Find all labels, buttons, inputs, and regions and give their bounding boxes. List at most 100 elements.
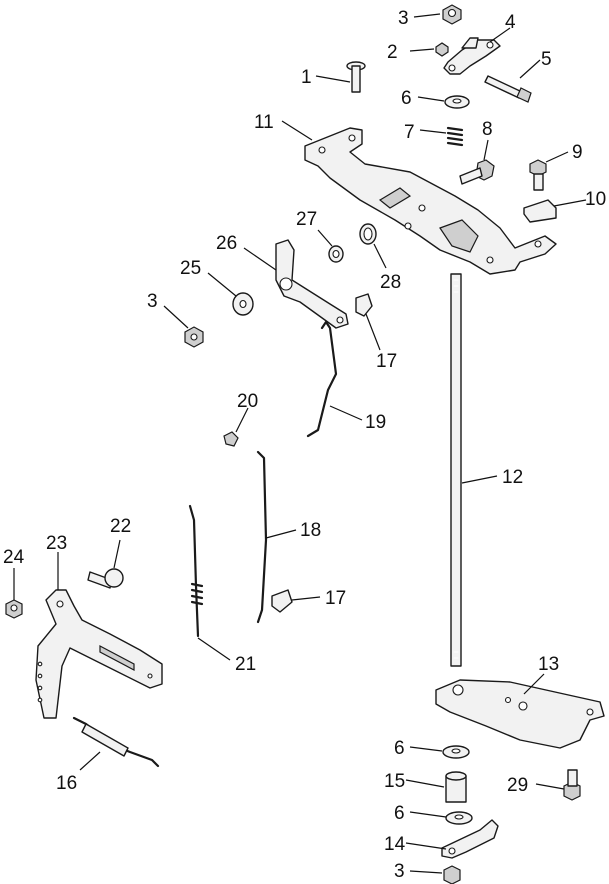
throttle-lever-bracket <box>443 37 501 75</box>
callout-29: 29 <box>507 775 528 796</box>
small-nut <box>435 42 449 57</box>
leader-15 <box>405 779 445 788</box>
callout-25: 25 <box>180 258 201 279</box>
leader-2 <box>409 48 435 52</box>
leader-8 <box>483 139 489 161</box>
callout-4: 4 <box>505 12 516 33</box>
callout-9: 9 <box>572 142 583 163</box>
callout-3-top: 3 <box>398 8 409 29</box>
screw <box>346 61 366 93</box>
callout-17-upper: 17 <box>376 351 397 372</box>
leader-3b <box>163 305 189 329</box>
leader-9 <box>545 151 569 163</box>
leader-4 <box>489 27 511 43</box>
control-lever-plate <box>35 589 163 719</box>
callout-8: 8 <box>482 119 493 140</box>
leader-29 <box>535 783 565 790</box>
callout-15: 15 <box>384 771 405 792</box>
callout-14: 14 <box>384 834 406 855</box>
leader-22 <box>113 539 121 569</box>
flange-bolt <box>529 159 547 191</box>
bottom-washer-lower <box>445 811 473 825</box>
leader-7 <box>419 129 447 134</box>
callout-20: 20 <box>237 391 258 412</box>
callout-11: 11 <box>254 112 274 133</box>
leader-19 <box>329 405 363 421</box>
governor-link <box>256 450 268 624</box>
leader-6c <box>409 811 447 818</box>
callout-18: 18 <box>300 520 321 541</box>
mounting-plate <box>435 679 605 749</box>
bottom-nut <box>443 865 461 884</box>
callout-17-lower: 17 <box>325 588 346 609</box>
washer-27 <box>328 245 344 263</box>
leader-6a <box>417 96 445 102</box>
leader-25 <box>207 272 237 297</box>
leader-3a <box>413 13 441 18</box>
compression-spring <box>446 126 464 147</box>
callout-27: 27 <box>296 209 317 230</box>
leader-26 <box>243 247 277 271</box>
leader-28 <box>373 243 387 269</box>
callout-26: 26 <box>216 233 237 254</box>
bolt-29 <box>563 769 581 801</box>
swivel-clip-upper <box>355 293 373 317</box>
callout-2: 2 <box>387 42 398 63</box>
callout-6-bottom-upper: 6 <box>394 738 405 759</box>
leader-21 <box>197 637 231 661</box>
callout-1: 1 <box>301 67 312 88</box>
callout-7: 7 <box>404 122 415 143</box>
wave-washer <box>232 292 254 316</box>
extension-spring <box>72 716 160 768</box>
spacer-bushing <box>445 771 467 803</box>
leader-17a <box>365 313 381 351</box>
leader-12 <box>461 475 498 484</box>
bottom-washer-upper <box>442 745 470 759</box>
leader-16 <box>79 751 101 771</box>
lower-lever <box>441 819 499 859</box>
top-nut <box>442 4 462 25</box>
callout-22: 22 <box>110 516 131 537</box>
callout-6-top: 6 <box>401 88 412 109</box>
callout-28: 28 <box>380 272 401 293</box>
callout-3-bottom: 3 <box>394 861 405 882</box>
long-bolt <box>484 75 532 103</box>
shoulder-bolt <box>459 159 495 185</box>
callout-24: 24 <box>3 547 25 568</box>
callout-21: 21 <box>235 654 256 675</box>
leader-20 <box>235 407 249 433</box>
callout-19: 19 <box>365 412 386 433</box>
leader-6b <box>409 746 443 752</box>
leader-18 <box>265 529 297 539</box>
leader-1 <box>315 75 351 83</box>
callout-16: 16 <box>56 773 77 794</box>
leader-17b <box>291 596 321 601</box>
swivel-clip-lower <box>271 589 293 613</box>
callout-12: 12 <box>502 467 523 488</box>
control-bracket <box>304 127 557 275</box>
link-rod <box>306 320 338 438</box>
wire-clip <box>523 199 557 223</box>
control-rod <box>450 273 462 667</box>
lever-nut <box>184 326 204 348</box>
leader-3c <box>409 870 443 874</box>
callout-10: 10 <box>585 189 606 210</box>
leader-27 <box>317 229 333 247</box>
nut-24 <box>5 599 23 619</box>
leader-14 <box>405 842 447 850</box>
leader-11 <box>281 120 313 141</box>
callout-3-mid: 3 <box>147 291 158 312</box>
leader-5 <box>519 59 541 79</box>
spring-link <box>188 504 204 638</box>
callout-23: 23 <box>46 533 67 554</box>
o-ring <box>359 223 377 245</box>
bushing <box>223 431 239 447</box>
callout-6-bottom-lower: 6 <box>394 803 405 824</box>
throttle-lever <box>275 239 349 329</box>
callout-13: 13 <box>538 654 559 675</box>
callout-5: 5 <box>541 49 552 70</box>
bolt-22 <box>87 568 124 589</box>
top-washer <box>444 95 470 109</box>
leader-13 <box>523 673 545 695</box>
